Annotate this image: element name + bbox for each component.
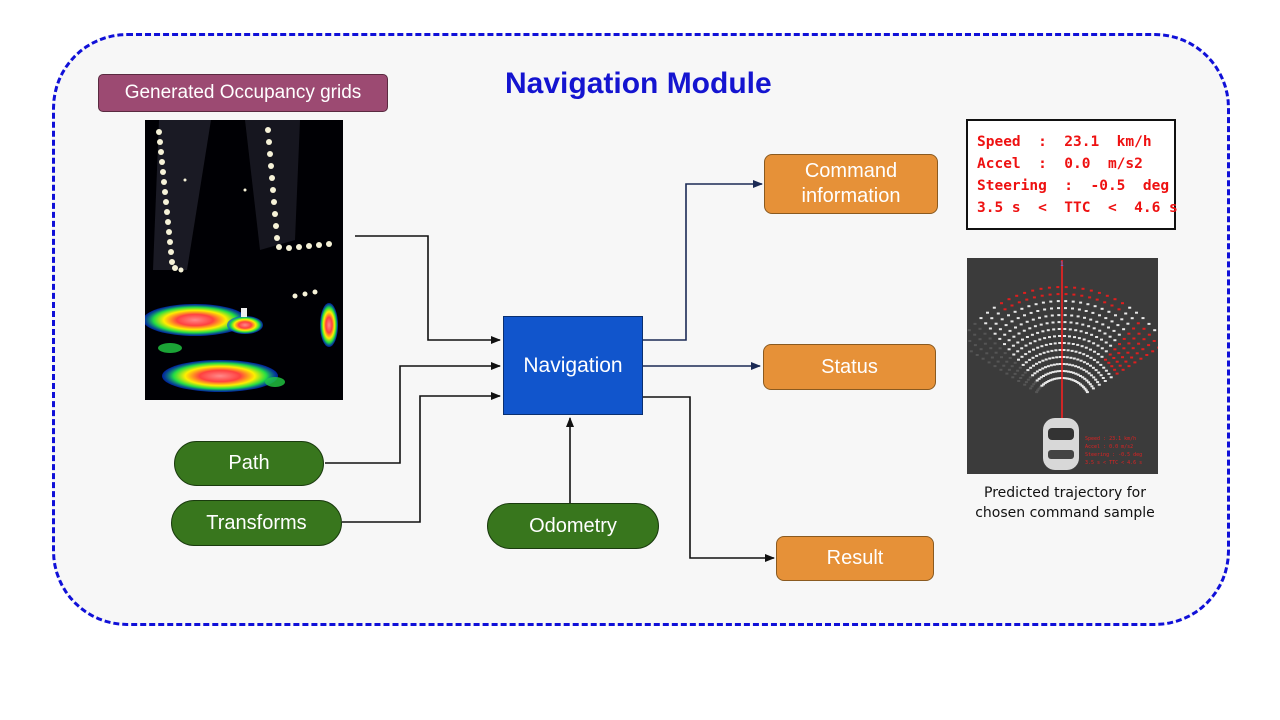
steering-readout: Steering : -0.5 deg [977, 178, 1170, 194]
command-information-line1: Command [804, 160, 898, 182]
status-node: Status [763, 344, 936, 390]
command-info-panel: Speed : 23.1 km/h Accel : 0.0 m/s2 Steer… [966, 119, 1178, 230]
overlay-speed: Speed : 23.1 km/h [1085, 436, 1136, 442]
navigation-node: Navigation [503, 316, 643, 415]
caption-line1: Predicted trajectory for [984, 485, 1146, 501]
command-information-node: Command information [764, 154, 938, 214]
arrow-transforms-to-navigation [342, 392, 501, 523]
odometry-node: Odometry [487, 503, 659, 549]
arrow-navigation-to-command [643, 180, 763, 341]
arrow-grid-to-navigation [355, 235, 501, 344]
overlay-accel: Accel : 0.0 m/s2 [1085, 444, 1133, 450]
result-node: Result [776, 536, 934, 581]
predicted-trajectory-image: 1 Speed : 23.1 km/h Accel : 0.0 m/s2 Ste… [967, 258, 1158, 474]
arrow-navigation-to-result [643, 396, 775, 562]
ttc-readout: 3.5 s < TTC < 4.6 s [977, 200, 1178, 216]
overlay-ttc: 3.5 s < TTC < 4.6 s [1085, 460, 1142, 466]
car-icon [1043, 418, 1079, 470]
transforms-node: Transforms [171, 500, 342, 546]
command-information-line2: information [801, 185, 901, 207]
svg-text:1: 1 [1060, 261, 1064, 268]
module-title: Navigation Module [505, 67, 772, 100]
occupancy-grid-image [145, 120, 343, 400]
caption-line2: chosen command sample [975, 505, 1155, 521]
accel-readout: Accel : 0.0 m/s2 [977, 156, 1143, 172]
speed-readout: Speed : 23.1 km/h [977, 134, 1152, 150]
occupancy-grid-label: Generated Occupancy grids [98, 74, 388, 112]
overlay-steering: Steering : -0.5 deg [1085, 452, 1142, 458]
path-node: Path [174, 441, 324, 486]
arrow-path-to-navigation [325, 362, 501, 464]
trajectory-fan [967, 286, 1158, 394]
trajectory-caption: Predicted trajectory for chosen command … [940, 483, 1190, 523]
